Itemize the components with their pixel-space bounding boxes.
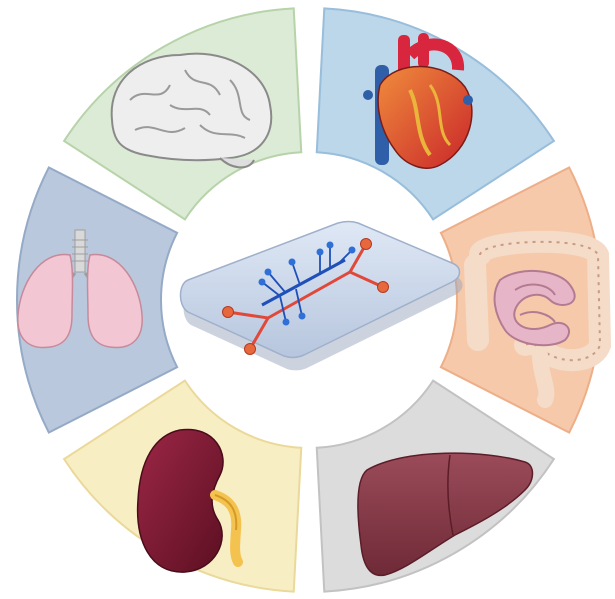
chip-port-blue bbox=[259, 279, 266, 286]
chip-port-orange bbox=[378, 282, 389, 293]
chip-port-blue bbox=[349, 247, 356, 254]
chip-port-orange bbox=[223, 307, 234, 318]
chip-port-blue bbox=[289, 259, 296, 266]
chip-port-blue bbox=[317, 249, 324, 256]
chip-port-blue bbox=[283, 319, 290, 326]
chip-port-blue bbox=[327, 242, 334, 249]
chip-port-orange bbox=[245, 344, 256, 355]
chip-port-blue bbox=[299, 313, 306, 320]
chip-port-blue bbox=[265, 269, 272, 276]
chip-port-orange bbox=[361, 239, 372, 250]
brain-icon bbox=[112, 54, 272, 168]
microfluidic-chip-icon bbox=[181, 222, 463, 371]
